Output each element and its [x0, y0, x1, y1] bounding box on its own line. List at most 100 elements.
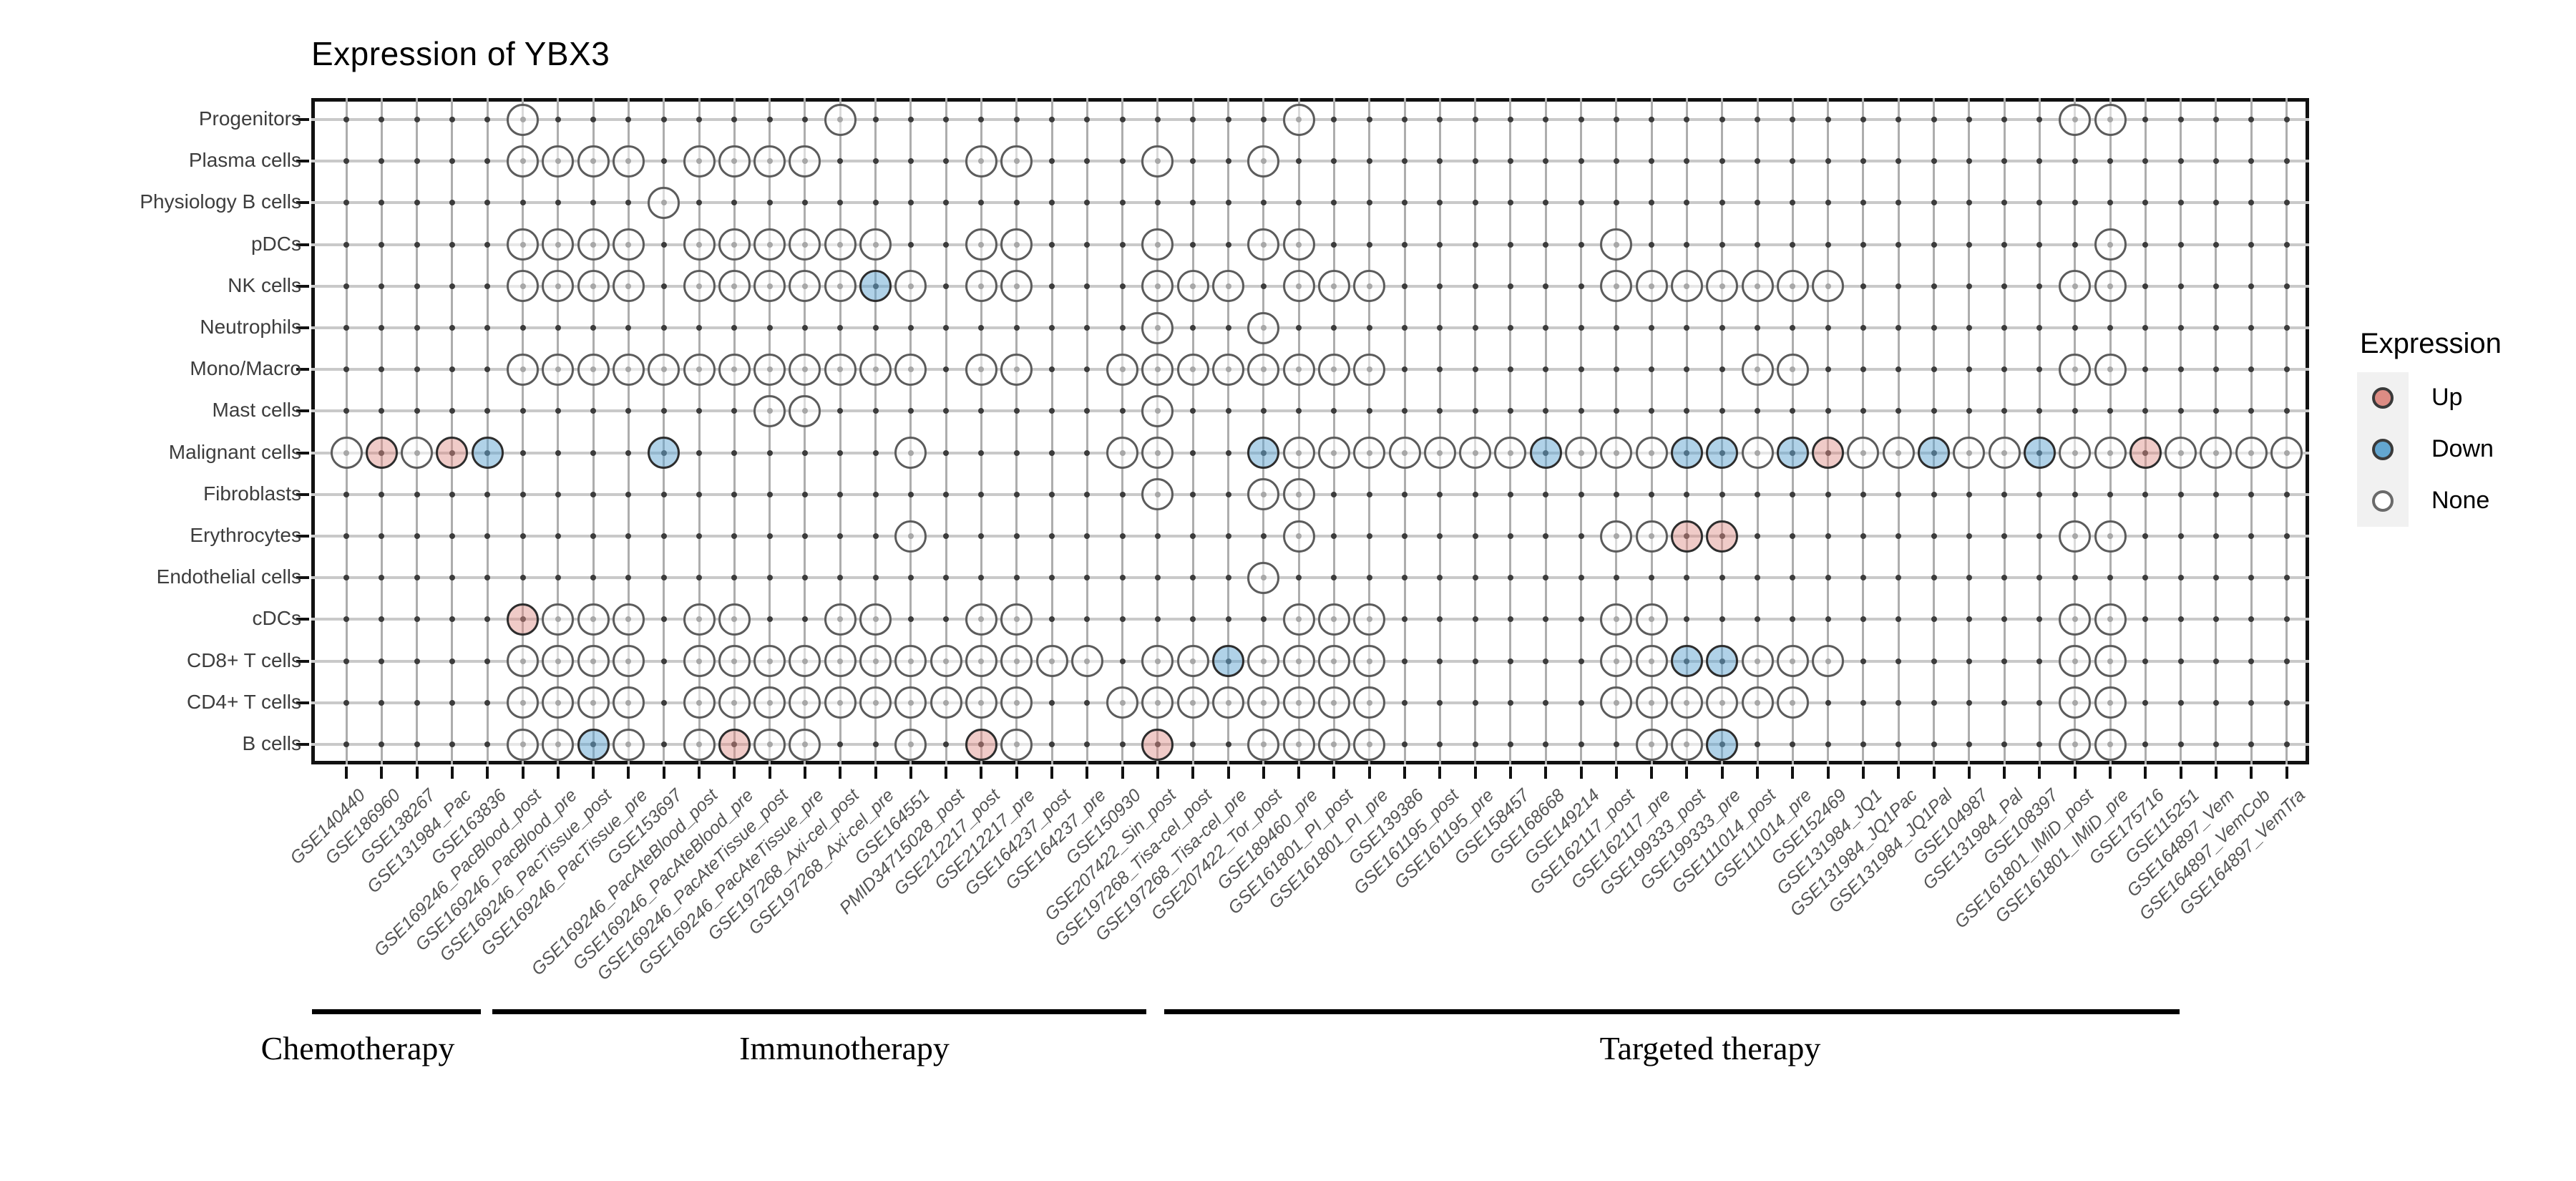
expression-dot[interactable]	[648, 437, 680, 470]
expression-dot[interactable]	[577, 645, 610, 678]
expression-dot[interactable]	[824, 270, 857, 303]
expression-dot[interactable]	[1141, 353, 1174, 386]
expression-dot[interactable]	[824, 103, 857, 136]
expression-dot[interactable]	[1247, 228, 1280, 261]
expression-dot[interactable]	[2200, 437, 2233, 470]
expression-dot[interactable]	[718, 686, 751, 719]
expression-dot[interactable]	[1600, 228, 1633, 261]
expression-dot[interactable]	[612, 353, 645, 386]
expression-dot[interactable]	[1988, 437, 2021, 470]
expression-dot[interactable]	[683, 728, 716, 761]
expression-dot[interactable]	[824, 686, 857, 719]
expression-dot[interactable]	[1000, 686, 1033, 719]
expression-dot[interactable]	[1494, 437, 1527, 470]
expression-dot[interactable]	[894, 728, 927, 761]
expression-dot[interactable]	[507, 103, 539, 136]
expression-dot[interactable]	[2165, 437, 2197, 470]
expression-dot[interactable]	[1670, 645, 1703, 678]
expression-dot[interactable]	[894, 353, 927, 386]
expression-dot[interactable]	[859, 270, 892, 303]
expression-dot[interactable]	[1282, 478, 1315, 511]
expression-dot[interactable]	[648, 186, 680, 219]
expression-dot[interactable]	[577, 228, 610, 261]
expression-dot[interactable]	[1812, 270, 1845, 303]
expression-dot[interactable]	[1776, 353, 1809, 386]
expression-dot[interactable]	[1141, 145, 1174, 178]
expression-dot[interactable]	[542, 353, 575, 386]
expression-dot[interactable]	[1247, 645, 1280, 678]
expression-dot[interactable]	[1812, 645, 1845, 678]
expression-dot[interactable]	[542, 686, 575, 719]
expression-dot[interactable]	[1282, 728, 1315, 761]
expression-dot[interactable]	[1212, 645, 1244, 678]
expression-dot[interactable]	[1459, 437, 1492, 470]
expression-dot[interactable]	[2094, 270, 2127, 303]
expression-dot[interactable]	[365, 437, 398, 470]
expression-dot[interactable]	[1000, 228, 1033, 261]
expression-dot[interactable]	[753, 394, 786, 427]
expression-dot[interactable]	[1141, 394, 1174, 427]
expression-dot[interactable]	[824, 603, 857, 636]
expression-dot[interactable]	[1000, 728, 1033, 761]
expression-dot[interactable]	[1000, 353, 1033, 386]
expression-dot[interactable]	[507, 228, 539, 261]
expression-dot[interactable]	[1635, 270, 1668, 303]
expression-dot[interactable]	[1600, 437, 1633, 470]
expression-dot[interactable]	[507, 603, 539, 636]
expression-dot[interactable]	[507, 686, 539, 719]
expression-dot[interactable]	[1070, 645, 1103, 678]
expression-dot[interactable]	[718, 728, 751, 761]
expression-dot[interactable]	[542, 270, 575, 303]
expression-dot[interactable]	[612, 145, 645, 178]
expression-dot[interactable]	[965, 728, 997, 761]
expression-dot[interactable]	[789, 394, 821, 427]
expression-dot[interactable]	[1423, 437, 1456, 470]
expression-dot[interactable]	[1600, 603, 1633, 636]
expression-dot[interactable]	[612, 603, 645, 636]
expression-dot[interactable]	[965, 228, 997, 261]
expression-dot[interactable]	[1741, 270, 1774, 303]
expression-dot[interactable]	[1106, 437, 1139, 470]
expression-dot[interactable]	[542, 145, 575, 178]
expression-dot[interactable]	[507, 645, 539, 678]
expression-dot[interactable]	[2059, 270, 2092, 303]
expression-dot[interactable]	[1317, 437, 1350, 470]
expression-dot[interactable]	[507, 145, 539, 178]
expression-dot[interactable]	[683, 228, 716, 261]
expression-dot[interactable]	[2059, 103, 2092, 136]
expression-dot[interactable]	[612, 645, 645, 678]
expression-dot[interactable]	[1212, 353, 1244, 386]
expression-dot[interactable]	[1882, 437, 1915, 470]
expression-dot[interactable]	[753, 228, 786, 261]
expression-dot[interactable]	[683, 145, 716, 178]
expression-dot[interactable]	[1670, 437, 1703, 470]
expression-dot[interactable]	[753, 145, 786, 178]
expression-dot[interactable]	[859, 353, 892, 386]
expression-dot[interactable]	[1353, 686, 1386, 719]
expression-dot[interactable]	[894, 437, 927, 470]
expression-dot[interactable]	[859, 686, 892, 719]
expression-dot[interactable]	[2094, 228, 2127, 261]
expression-dot[interactable]	[1247, 311, 1280, 344]
expression-dot[interactable]	[648, 353, 680, 386]
expression-dot[interactable]	[1388, 437, 1421, 470]
expression-dot[interactable]	[1353, 270, 1386, 303]
expression-dot[interactable]	[612, 686, 645, 719]
expression-dot[interactable]	[965, 145, 997, 178]
expression-dot[interactable]	[1670, 728, 1703, 761]
expression-dot[interactable]	[824, 645, 857, 678]
expression-dot[interactable]	[718, 270, 751, 303]
expression-dot[interactable]	[2059, 437, 2092, 470]
expression-dot[interactable]	[1176, 353, 1209, 386]
expression-dot[interactable]	[718, 645, 751, 678]
expression-dot[interactable]	[2059, 686, 2092, 719]
expression-dot[interactable]	[1529, 437, 1562, 470]
expression-dot[interactable]	[1706, 686, 1739, 719]
expression-dot[interactable]	[859, 603, 892, 636]
expression-dot[interactable]	[612, 270, 645, 303]
expression-dot[interactable]	[1141, 478, 1174, 511]
expression-dot[interactable]	[789, 686, 821, 719]
expression-dot[interactable]	[1706, 728, 1739, 761]
expression-dot[interactable]	[1106, 686, 1139, 719]
expression-dot[interactable]	[1000, 145, 1033, 178]
